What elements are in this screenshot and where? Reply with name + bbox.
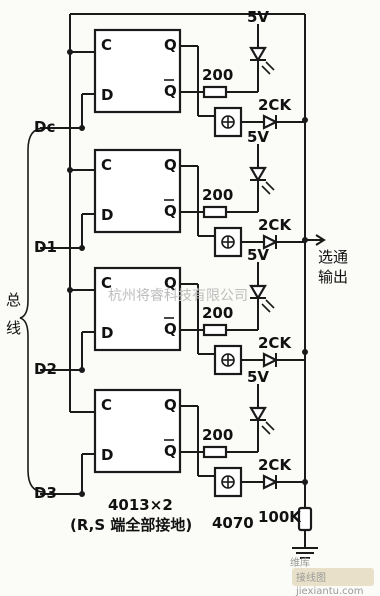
bus-label-1: 总 [6,291,21,309]
pin-c: C [101,156,112,174]
bus-input-d1: D1 [34,238,57,256]
pin-c: C [101,36,112,54]
chip-ff-label: 4013×2 [108,496,173,514]
diode-label: 2CK [258,334,292,352]
output-label-1: 选通 [318,248,348,266]
bus-brace [19,127,45,493]
stage-2: C D Q Q 200 5V 2CK [40,128,305,258]
svg-text:接线图: 接线图 [296,571,326,584]
pin-qbar: Q [164,442,177,460]
diode-label: 2CK [258,456,292,474]
stage-3: C D Q Q 200 5V 2CK [40,246,305,376]
diode-icon [262,234,279,250]
stage-1: C D Q Q 200 5V 2CK [40,8,305,138]
diode-label: 2CK [258,216,292,234]
pin-d: D [101,206,113,224]
bus-input-dc: Dc [34,118,55,136]
pin-d: D [101,324,113,342]
resistor-200 [202,323,228,337]
pulldown-label: 100K [258,508,302,526]
svg-text:维库: 维库 [290,556,310,569]
pin-qbar: Q [164,82,177,100]
resistor-200 [202,85,228,99]
diode-icon [262,352,279,368]
resistor-200 [202,445,228,459]
supply-label: 5V [247,128,269,146]
pin-q: Q [164,156,177,174]
clock-bus [67,13,305,413]
stage-4: C D Q Q 200 5V 2CK [40,368,305,498]
watermark-logo: 维库 接线图 jiexiantu.com [290,556,374,596]
supply-label: 5V [247,8,269,26]
led-icon [249,166,267,183]
bus-input-d3: D3 [34,484,57,502]
chip-note-label: (R,S 端全部接地) [70,516,192,534]
diode-icon [262,114,279,130]
bus-input-d2: D2 [34,360,57,378]
diode-label: 2CK [258,96,292,114]
pin-qbar: Q [164,320,177,338]
pulldown-resistor [292,506,318,559]
chip-gate-label: 4070 [212,514,254,532]
resistor-200 [202,205,228,219]
pin-q: Q [164,396,177,414]
pin-d: D [101,86,113,104]
led-icon [249,284,267,301]
led-icon [249,406,267,423]
supply-label: 5V [247,368,269,386]
output-rail [302,14,326,510]
pin-d: D [101,446,113,464]
diode-icon [262,474,279,490]
pin-c: C [101,274,112,292]
flipflop-4 [93,388,182,474]
resistor-label: 200 [202,304,233,322]
resistor-label: 200 [202,186,233,204]
resistor-label: 200 [202,426,233,444]
svg-text:jiexiantu.com: jiexiantu.com [295,586,364,596]
flipflop-2 [93,148,182,234]
pin-qbar: Q [164,202,177,220]
flipflop-1 [93,28,182,114]
led-icon [249,46,267,63]
output-label-2: 输出 [318,268,348,286]
flipflop-3 [93,266,182,352]
bus-label-2: 线 [6,319,21,337]
supply-label: 5V [247,246,269,264]
pin-c: C [101,396,112,414]
pin-q: Q [164,36,177,54]
watermark-company: 杭州将睿科技有限公司 [108,288,248,304]
resistor-label: 200 [202,66,233,84]
pin-q: Q [164,274,177,292]
